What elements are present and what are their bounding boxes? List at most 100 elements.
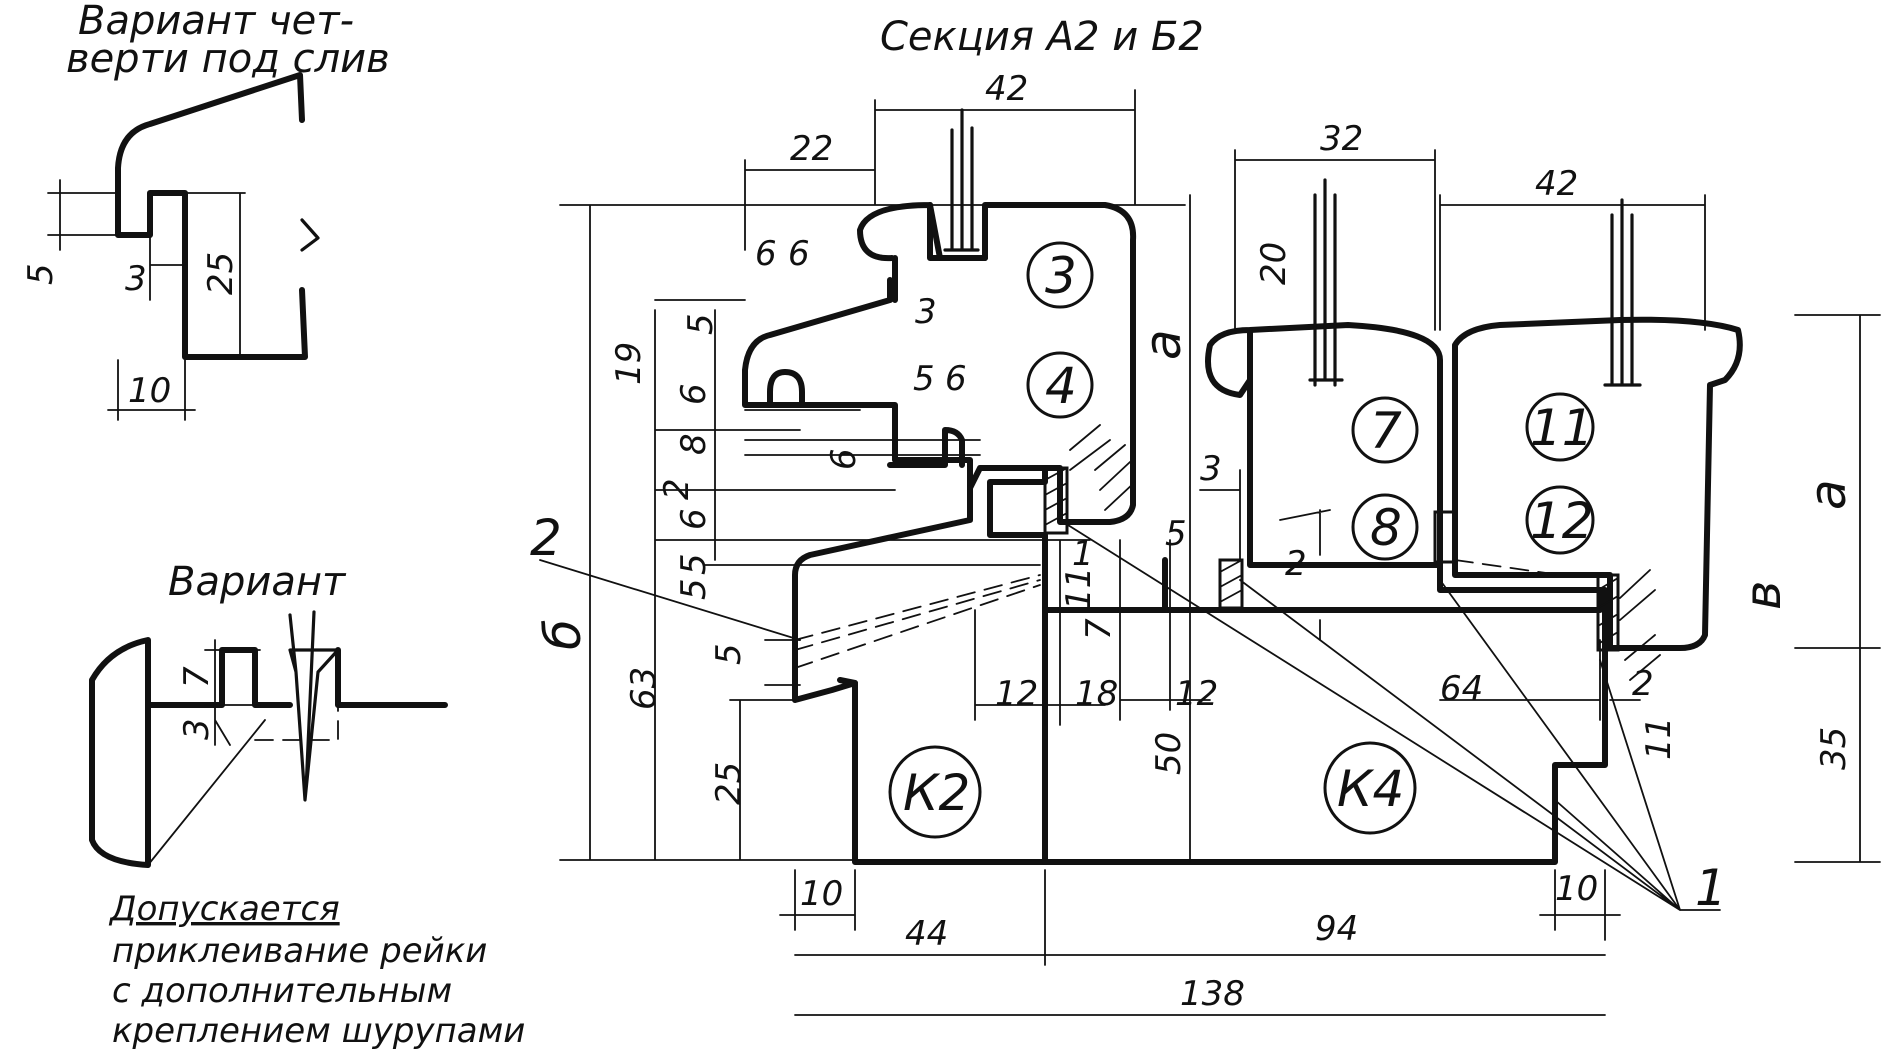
frame-k4-outline	[1042, 562, 1608, 865]
dim-6-mid: 6	[674, 508, 714, 530]
dim-44: 44	[905, 914, 948, 954]
dim-8: 8	[674, 433, 714, 455]
dim-5-r: 5	[1165, 514, 1187, 554]
glazing-mid	[1308, 178, 1344, 387]
note-line-2: приклеивание рейки	[112, 931, 487, 971]
part-4-circle	[1026, 351, 1094, 419]
sash-3-4-outline	[742, 202, 1137, 525]
dim-12-left: 12	[995, 674, 1038, 714]
part-8-label: 8	[1370, 499, 1402, 557]
leader-2: 2	[530, 509, 562, 567]
dim-20: 20	[1254, 242, 1294, 285]
dim-138: 138	[1180, 974, 1245, 1014]
part-4-label: 4	[1045, 357, 1077, 415]
dim-6-in: 6	[824, 448, 864, 470]
dimension-values: 42 22 32 42 20 6 6 3 5 19 6 8 5 6 6 2 6 …	[534, 69, 1857, 1014]
glazing-left	[943, 108, 980, 252]
dimension-lines	[559, 89, 1881, 1016]
dim-2-r: 2	[1285, 544, 1307, 584]
part-11-label: 11	[1530, 399, 1594, 457]
seal-hatch	[1044, 424, 1656, 645]
variant-profile	[89, 637, 448, 868]
sash-7-8-outline	[1205, 322, 1443, 568]
dim-18: 18	[1075, 674, 1118, 714]
dim-50: 50	[1149, 732, 1189, 775]
dim-10-right: 10	[1555, 869, 1598, 909]
seal-3	[1433, 510, 1457, 564]
part-12-label: 12	[1530, 492, 1594, 550]
dim-22: 22	[790, 129, 833, 169]
dim-5-mid: 5	[674, 553, 714, 575]
variant-quarter-title-line1: Вариант чет-	[78, 0, 354, 44]
glazing-right	[1603, 198, 1642, 387]
mullion-hatch	[1094, 444, 1661, 681]
variant-dim-7: 7	[177, 666, 217, 688]
dim-35: 35	[1814, 727, 1854, 770]
part-k2-circle	[888, 745, 982, 839]
part-7-circle	[1351, 396, 1419, 464]
note-line-4: креплением шурупами	[112, 1011, 525, 1051]
dim-3-r: 3	[1200, 449, 1222, 489]
part-11-circle	[1525, 392, 1595, 462]
part-12-circle	[1525, 485, 1595, 555]
variant-screw	[288, 610, 340, 802]
variant-dim-lines	[147, 639, 266, 866]
sash-small-hook	[767, 369, 805, 408]
seal-4	[1596, 573, 1620, 652]
dim-6-left: 6	[674, 383, 714, 405]
dim-2-left: 2	[657, 478, 697, 500]
variant-quarter-title-line2: верти под слив	[66, 36, 390, 82]
note-line-1: Допускается	[108, 889, 340, 929]
dim-a-right: a	[1799, 479, 1857, 510]
dim-12-mid: 12	[1175, 674, 1218, 714]
variant-quarter-break	[300, 218, 320, 252]
vq-dim-3: 3	[125, 259, 147, 299]
dim-19: 19	[609, 342, 649, 385]
part-k4-label: К4	[1337, 760, 1404, 818]
dim-11-mid: 11	[1059, 567, 1099, 610]
dim-b-left: б	[534, 619, 592, 650]
dim-a-left: a	[1134, 329, 1192, 360]
dim-32: 32	[1320, 119, 1363, 159]
dim-10-left: 10	[800, 874, 843, 914]
dim-6c: 6	[945, 359, 967, 399]
dim-6b: 6	[788, 234, 810, 274]
variant-dim-3: 3	[177, 718, 217, 740]
part-k4-circle	[1323, 741, 1417, 835]
part-8-circle	[1351, 493, 1419, 561]
sash-11-12-outline	[1452, 316, 1743, 651]
dim-2-rr: 2	[1632, 664, 1654, 704]
seals	[1043, 424, 1656, 652]
seal-1	[1043, 466, 1069, 535]
dim-42-right: 42	[1535, 164, 1578, 204]
variant-dash	[254, 704, 339, 741]
part-markers: 3 4 7 8 11 12 К2 К4	[888, 241, 1595, 839]
leader-line-2	[539, 559, 801, 641]
dim-11-rr: 11	[1639, 717, 1679, 760]
vq-dim-25: 25	[201, 252, 241, 295]
dim-3-top: 3	[915, 292, 937, 332]
section-title: Секция А2 и Б2	[880, 14, 1204, 60]
variant-quarter-profile	[115, 72, 308, 360]
dim-5-low: 5	[674, 578, 714, 600]
part-3-circle	[1026, 241, 1094, 309]
dashed-lines	[794, 559, 1561, 669]
dim-1-top: 1	[1072, 534, 1094, 574]
dim-5-k2: 5	[709, 643, 749, 665]
part-7-label: 7	[1370, 402, 1402, 460]
vq-dim-5: 5	[21, 263, 61, 285]
dim-25-left: 25	[709, 762, 749, 805]
vq-dim-lines	[47, 179, 246, 421]
dim-5b: 5	[913, 359, 935, 399]
note-line-3: с дополнительным	[112, 971, 452, 1011]
dim-63: 63	[624, 667, 664, 710]
seal-2	[1218, 558, 1244, 610]
leader-lines-1	[1059, 519, 1721, 911]
dim-6a: 6	[755, 234, 777, 274]
dim-5-top: 5	[681, 313, 721, 335]
part-k2-label: К2	[903, 764, 970, 822]
part-3-label: 3	[1045, 247, 1077, 305]
variant-quarter-inset: Вариант чет- верти под слив 5 3 25 10	[21, 0, 390, 421]
dim-42-top: 42	[985, 69, 1028, 109]
